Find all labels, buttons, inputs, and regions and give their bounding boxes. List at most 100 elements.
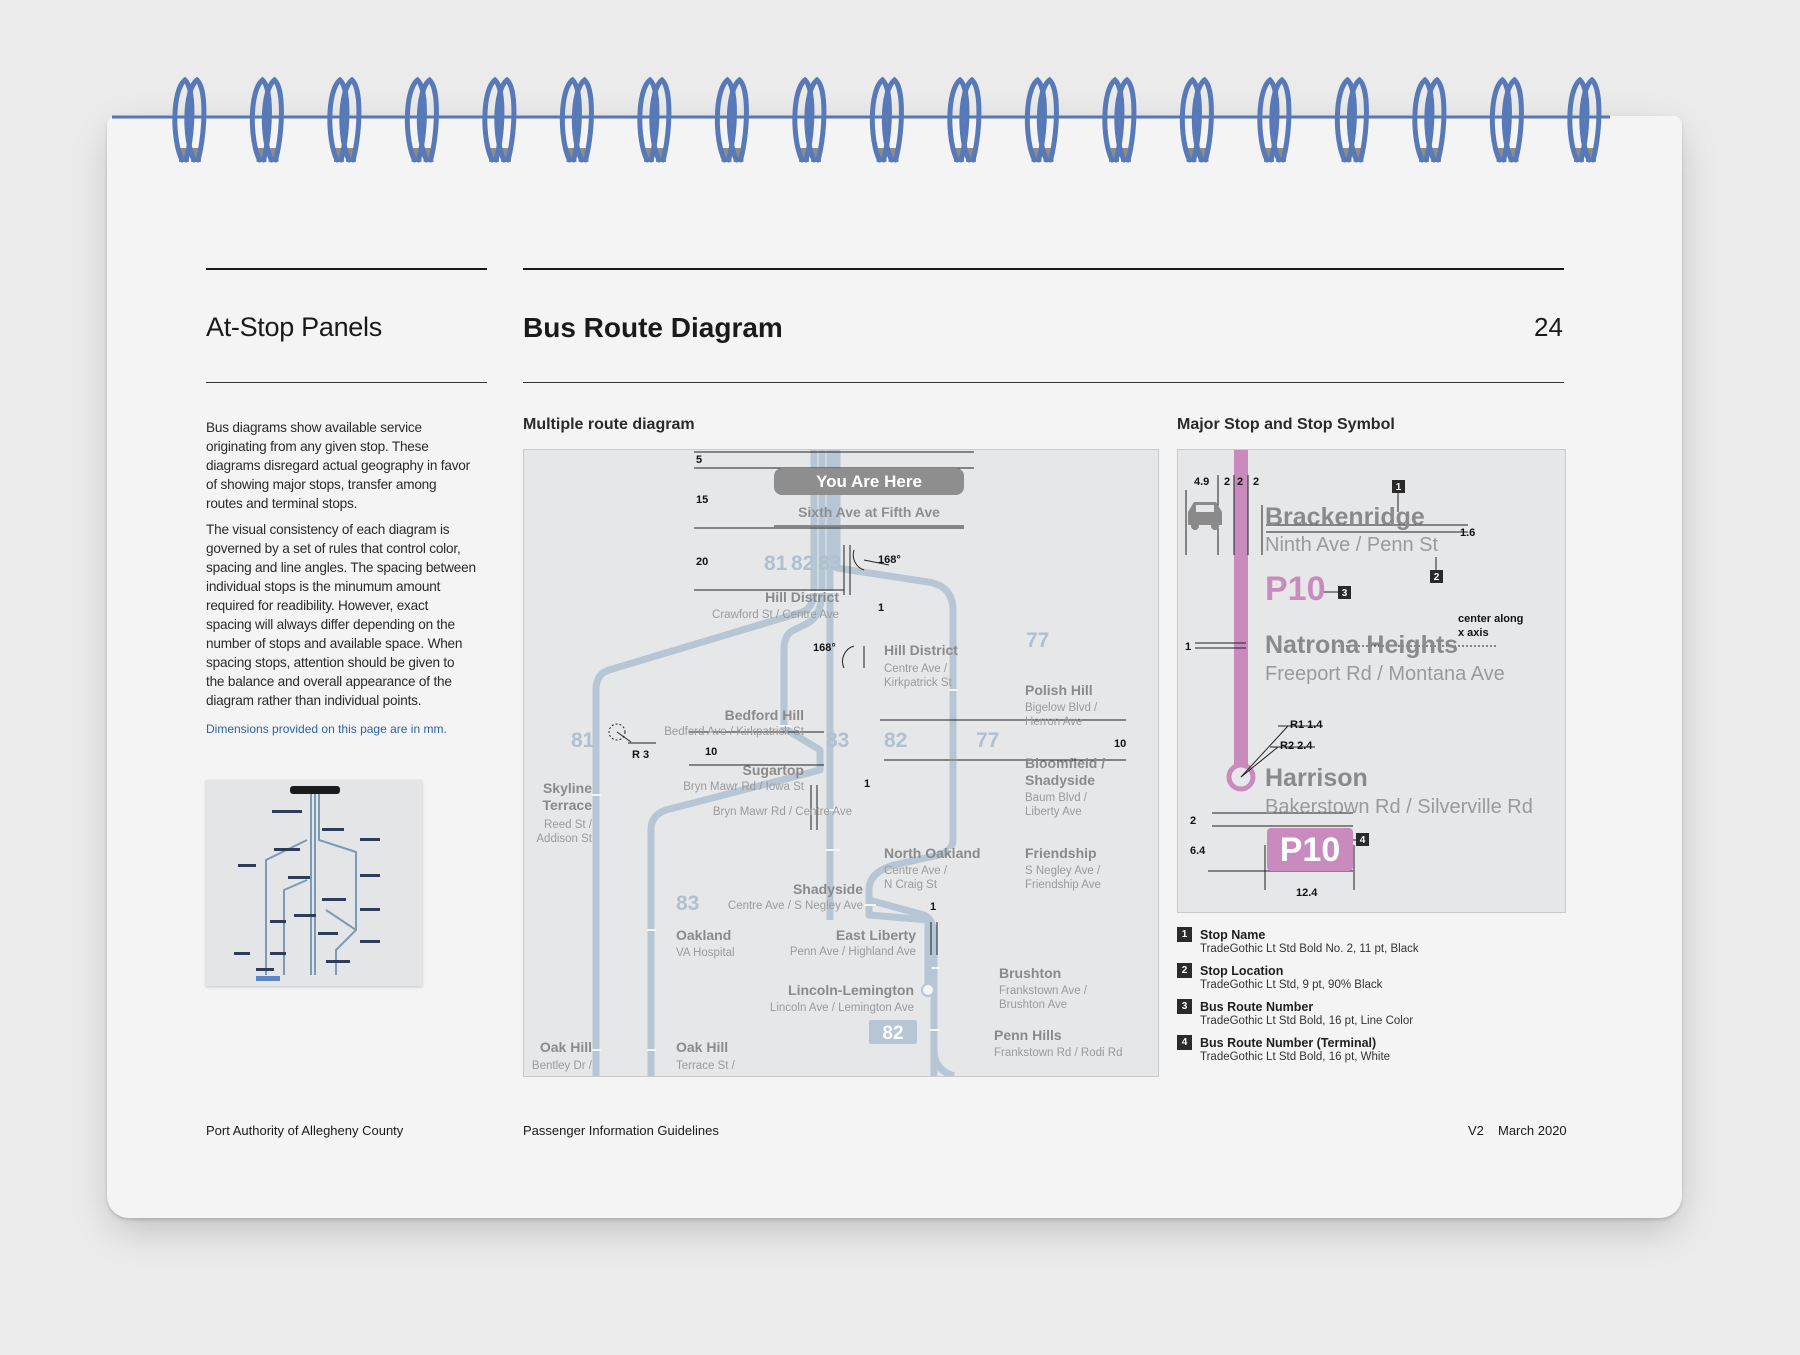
route-label-77: 77 [976, 729, 999, 752]
angle-top: 168° [878, 554, 901, 566]
route-line-p10 [1234, 450, 1248, 775]
legend-name-2: Stop Location [1200, 964, 1284, 978]
spiral-coil [1567, 76, 1602, 163]
legend-num-4: 4 [1177, 1035, 1192, 1050]
stop-loc-brackenridge: Ninth Ave / Penn St [1265, 534, 1439, 556]
stop-loc-polish-hill-b: Herron Ave [1025, 716, 1082, 728]
stop-loc-lincoln-lemington: Lincoln Ave / Lemington Ave [770, 1002, 914, 1014]
stop-loc-polish-hill-a: Bigelow Blvd / [1025, 702, 1098, 714]
dim-5: 5 [696, 454, 702, 466]
dim-2-bottom: 2 [1190, 815, 1196, 827]
terminal-82-badge [869, 1020, 917, 1044]
stop-loc-north-oakland-a: Centre Ave / [884, 865, 948, 877]
rule-top-right [523, 268, 1564, 270]
rule-mid-left [206, 382, 487, 383]
stop-name-sugartop: Sugartop [743, 762, 804, 778]
center-note-2: x axis [1458, 627, 1489, 639]
legend-num-1: 1 [1177, 927, 1192, 942]
footer-document: Passenger Information Guidelines [523, 1123, 719, 1138]
terminal-route-number: P10 [1280, 831, 1341, 869]
footer-version: V2 [1468, 1123, 1484, 1138]
stop-loc-oakland: VA Hospital [676, 947, 735, 959]
stop-name-oak-hill-1: Oak Hill [540, 1039, 592, 1055]
stop-loc-penn-hills: Frankstown Rd / Rodi Rd [994, 1047, 1122, 1059]
stop-name-oak-hill-2: Oak Hill [676, 1039, 728, 1055]
spiral-coil [1334, 76, 1369, 163]
intro-paragraph-2: The visual consistency of each diagram i… [206, 522, 476, 708]
dim-2-a: 2 [1224, 476, 1230, 488]
dim-1-6: 1.6 [1460, 527, 1475, 539]
stop-name-shadyside: Shadyside [793, 881, 863, 897]
you-are-here-text: You Are Here [816, 472, 922, 491]
radius-label: R 3 [632, 749, 649, 761]
stop-loc-bryn-mawr-centre: Bryn Mawr Rd / Centre Ave [713, 806, 852, 818]
stop-name-lincoln-lemington: Lincoln-Lemington [788, 982, 914, 998]
stop-loc-east-liberty: Penn Ave / Highland Ave [790, 946, 916, 958]
route-line-81 [592, 450, 818, 1076]
stop-loc-skyline-a: Reed St / [544, 819, 593, 831]
you-are-here-badge [774, 468, 964, 495]
spiral-coil [404, 76, 439, 163]
stop-loc-north-oakland-b: N Craig St [884, 879, 938, 891]
spiral-coil [792, 76, 827, 163]
legend-name-1: Stop Name [1200, 928, 1266, 942]
stop-name-bloomfield-1: Bloomfield / [1025, 755, 1105, 771]
dim-4-9: 4.9 [1194, 476, 1209, 488]
stop-name-friendship: Friendship [1025, 845, 1097, 861]
stop-name-north-oakland: North Oakland [884, 845, 980, 861]
footer-organization: Port Authority of Allegheny County [206, 1123, 404, 1138]
legend-desc-2: TradeGothic Lt Std, 9 pt, 90% Black [1200, 979, 1383, 991]
dim-1-mid: 1 [864, 778, 870, 790]
stop-loc-bloomfield-b: Liberty Ave [1025, 806, 1082, 818]
route-header-82: 82 [791, 552, 814, 575]
stop-name-natrona-heights: Natrona Heights [1265, 631, 1458, 659]
dim-10-left: 10 [705, 746, 717, 758]
multiple-route-panel: You Are Here Sixth Ave at Fifth Ave 81 8… [523, 449, 1159, 1077]
diagram-thumbnail [206, 780, 422, 986]
legend-num-3: 3 [1177, 999, 1192, 1014]
section-title: At-Stop Panels [206, 312, 382, 342]
major-stop-panel: 4.9 2 2 2 1.6 1 R1 1.4 R2 2.4 2 6.4 12.4… [1177, 449, 1566, 913]
stop-name-east-liberty: East Liberty [836, 927, 916, 943]
route-label-81: 81 [571, 729, 595, 752]
spiral-coil [947, 76, 982, 163]
spiral-coil [1102, 76, 1137, 163]
terminal-route-badge [1267, 828, 1353, 871]
spiral-coil [1412, 76, 1447, 163]
route-header-83: 83 [818, 552, 841, 575]
callout-4: 4 [1360, 835, 1366, 846]
stop-loc-oak-hill-1: Bentley Dr / [532, 1060, 593, 1072]
dim-2-c: 2 [1253, 476, 1259, 488]
stop-loc-shadyside: Centre Ave / S Negley Ave [728, 900, 863, 912]
stop-name-skyline-1: Skyline [543, 780, 592, 796]
rule-top-left [206, 268, 487, 270]
spiral-coil [249, 76, 284, 163]
legend-name-3: Bus Route Number [1200, 1000, 1314, 1014]
dim-r2: R2 2.4 [1280, 740, 1313, 752]
stop-loc-brushton-b: Brushton Ave [999, 999, 1067, 1011]
stop-loc-friendship-b: Friendship Ave [1025, 879, 1101, 891]
stop-loc-bedford-hill: Bedford Ave / Kirkpatrick St [664, 726, 805, 738]
stop-loc-harrison: Bakerstown Rd / Silverville Rd [1265, 796, 1533, 818]
dim-6-4: 6.4 [1190, 845, 1206, 857]
route-label-77-top: 77 [1026, 629, 1049, 652]
dim-1: 1 [1185, 641, 1191, 653]
page-number: 24 [1534, 312, 1563, 342]
dim-12-4: 12.4 [1296, 887, 1318, 899]
route-line-77 [833, 450, 957, 1076]
stop-name-bloomfield-2: Shadyside [1025, 772, 1095, 788]
stop-loc-sugartop: Bryn Mawr Rd / Iowa St [683, 781, 805, 793]
route-label-83: 83 [826, 729, 849, 752]
terminal-stop-lincoln [921, 983, 935, 997]
stop-name-bedford-hill: Bedford Hill [725, 707, 804, 723]
dim-r1: R1 1.4 [1290, 719, 1323, 731]
route-label-82: 82 [884, 729, 907, 752]
stop-name-oakland: Oakland [676, 927, 731, 943]
legend-desc-1: TradeGothic Lt Std Bold No. 2, 11 pt, Bl… [1200, 943, 1419, 955]
stop-name-hill-district-1: Hill District [765, 589, 839, 605]
intro-paragraph-1: Bus diagrams show available service orig… [206, 420, 470, 511]
spiral-coil [1257, 76, 1292, 163]
callout-1: 1 [1396, 482, 1402, 493]
route-header-81: 81 [764, 552, 788, 575]
stop-loc-hill-district-2a: Centre Ave / [884, 663, 948, 675]
